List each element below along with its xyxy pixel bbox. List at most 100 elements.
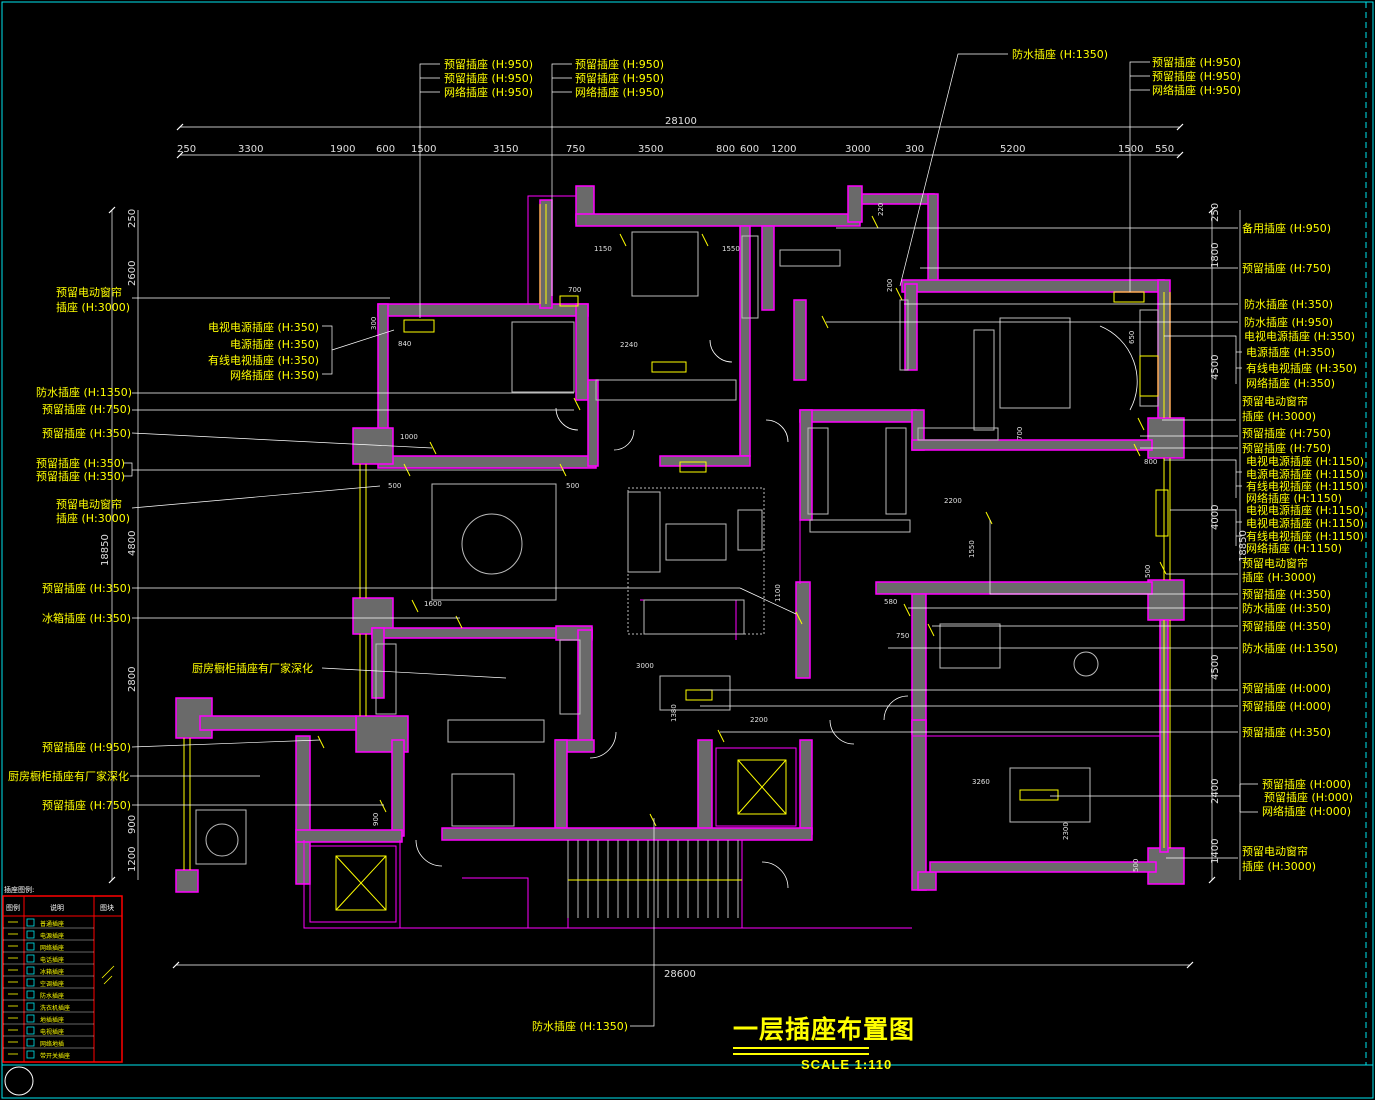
dim-inner: 1000 [400, 433, 418, 441]
socket-callout: 预留插座 (H:950) [1152, 55, 1241, 69]
dim-left: 2800 [127, 667, 138, 692]
dim-inner: 2200 [944, 497, 962, 505]
legend-item: 电话插座 [40, 956, 64, 964]
socket-callout: 厨房橱柜插座有厂家深化 [192, 661, 313, 675]
dim-inner: 700 [568, 286, 581, 294]
dim-left: 250 [127, 209, 138, 228]
socket-callout: 有线电视插座 (H:1150) [1246, 529, 1364, 543]
socket-callout: 预留插座 (H:750) [42, 402, 131, 416]
socket-callout: 电视电源插座 (H:1150) [1246, 454, 1364, 468]
socket-callout: 网络插座 (H:950) [444, 85, 533, 99]
dim-top-seg: 3150 [493, 144, 518, 155]
dim-top-seg: 3300 [238, 144, 263, 155]
dim-inner: 580 [884, 598, 897, 606]
socket-callout: 预留插座 (H:950) [575, 57, 664, 71]
scale-label: SCALE 1:110 [801, 1057, 893, 1072]
dim-inner: 1550 [968, 540, 976, 558]
socket-callout: 预留插座 (H:000) [1264, 790, 1353, 804]
dim-left: 900 [127, 815, 138, 834]
socket-callout: 网络插座 (H:000) [1262, 804, 1351, 818]
dim-left: 2600 [127, 261, 138, 286]
socket-callout: 防水插座 (H:350) [1242, 601, 1331, 615]
dim-top-seg: 1500 [411, 144, 436, 155]
socket-callout: 预留插座 (H:950) [1152, 69, 1241, 83]
socket-callout: 网络插座 (H:350) [230, 368, 319, 382]
dim-left: 4800 [127, 531, 138, 556]
dim-right: 250 [1210, 203, 1221, 222]
socket-callout: 有线电视插座 (H:350) [208, 353, 319, 367]
dimension-labels: 28100 250 3300 1900 600 1500 3150 750 35… [100, 116, 1249, 980]
legend-item: 洗衣机插座 [40, 1004, 70, 1012]
socket-callout: 备用插座 (H:950) [1242, 221, 1331, 235]
socket-callout: 预留插座 (H:000) [1242, 699, 1331, 713]
dim-inner: 800 [1144, 458, 1157, 466]
socket-callout: 网络插座 (H:1150) [1246, 541, 1342, 555]
socket-callout: 防水插座 (H:1350) [1242, 641, 1338, 655]
dim-inner: 200 [886, 279, 894, 292]
socket-callout: 预留电动窗帘 [1242, 844, 1308, 858]
socket-callout: 网络插座 (H:1150) [1246, 491, 1342, 505]
dim-inner: 700 [1016, 427, 1024, 440]
dim-right: 1400 [1210, 839, 1221, 864]
socket-callout: 预留插座 (H:950) [42, 740, 131, 754]
callouts-right: 备用插座 (H:950) 预留插座 (H:750) 防水插座 (H:350) 防… [1242, 221, 1364, 873]
dim-inner: 900 [372, 813, 380, 826]
dim-top-seg: 3000 [845, 144, 870, 155]
socket-callout: 有线电视插座 (H:1150) [1246, 479, 1364, 493]
socket-callout: 防水插座 (H:1350) [532, 1019, 628, 1033]
north-marker-icon [4, 1066, 34, 1096]
dim-right: 18850 [1238, 530, 1249, 562]
socket-callout: 预留插座 (H:350) [42, 426, 131, 440]
socket-legend: 插座图例: 图例 说明 图块 [2, 885, 123, 1063]
dimension-lines [111, 126, 1241, 966]
dim-right: 2400 [1210, 779, 1221, 804]
legend-item: 电视插座 [40, 1028, 64, 1036]
dim-left: 18850 [100, 534, 111, 566]
dim-right: 4500 [1210, 655, 1221, 680]
callouts-bottom: 防水插座 (H:1350) [532, 1019, 628, 1033]
socket-callout: 电源电源插座 (H:1150) [1246, 467, 1364, 481]
legend-header: 说明 [50, 903, 64, 912]
dim-top-seg: 600 [376, 144, 395, 155]
socket-callout: 预留插座 (H:350) [36, 469, 125, 483]
socket-callout: 网络插座 (H:950) [1152, 83, 1241, 97]
dim-top-seg: 300 [905, 144, 924, 155]
dim-inner: 500 [1132, 859, 1140, 872]
socket-callout: 网络插座 (H:350) [1246, 376, 1335, 390]
dim-right: 1800 [1210, 243, 1221, 268]
dim-right: 4500 [1210, 355, 1221, 380]
socket-callout: 冰箱插座 (H:350) [42, 611, 131, 625]
socket-callout: 预留电动窗帘 [56, 497, 122, 511]
dim-inner: 300 [370, 317, 378, 330]
socket-callout: 电视电源插座 (H:350) [1244, 329, 1355, 343]
dim-bottom-total: 28600 [664, 969, 696, 980]
dim-inner: 2300 [1062, 822, 1070, 840]
door-swings [415, 325, 1138, 889]
dim-left: 1200 [127, 847, 138, 872]
socket-callout: 预留电动窗帘 [56, 285, 122, 299]
dim-inner: 500 [1144, 565, 1152, 578]
stairs [567, 840, 742, 918]
socket-callout: 预留插座 (H:000) [1262, 777, 1351, 791]
callouts-top: 预留插座 (H:950) 预留插座 (H:950) 网络插座 (H:950) 预… [444, 47, 1241, 99]
dim-top-seg: 3500 [638, 144, 663, 155]
socket-callout: 防水插座 (H:950) [1244, 315, 1333, 329]
title-block: 一层插座布置图 SCALE 1:110 [733, 1010, 933, 1072]
title-underline [733, 1047, 869, 1055]
legend-header: 图例 [6, 903, 20, 912]
elevator-icon [335, 759, 787, 911]
furniture [195, 231, 1159, 865]
socket-callout: 电视电源插座 (H:1150) [1246, 516, 1364, 530]
dim-inner: 1380 [670, 704, 678, 722]
dim-top-seg: 1900 [330, 144, 355, 155]
socket-callout: 预留插座 (H:750) [42, 798, 131, 812]
dim-inner: 750 [896, 632, 909, 640]
socket-callout: 预留插座 (H:750) [1242, 426, 1331, 440]
socket-callout: 预留插座 (H:000) [1242, 681, 1331, 695]
dim-top-seg: 600 [740, 144, 759, 155]
legend-item: 空调插座 [40, 980, 64, 988]
socket-callout: 预留插座 (H:750) [1242, 441, 1331, 455]
walls [175, 185, 1185, 893]
dim-top-seg: 750 [566, 144, 585, 155]
